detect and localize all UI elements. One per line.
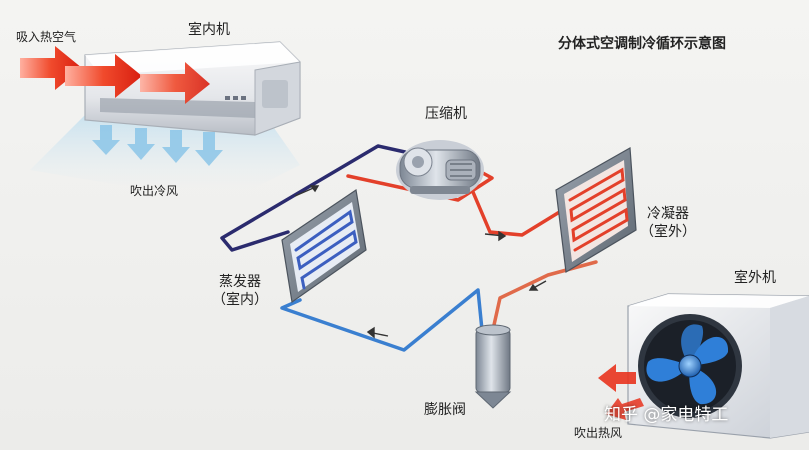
compressor (396, 140, 484, 200)
outdoor-unit-label: 室外机 (734, 270, 776, 286)
condenser-coil (555, 147, 637, 273)
condenser-label-group: 冷凝器 （室外） (640, 206, 696, 241)
flow-arrows (294, 185, 547, 339)
hot-air-out-label: 吹出热风 (574, 426, 623, 440)
watermark: 知乎 @家电特工 (604, 405, 729, 425)
expansion-valve (474, 324, 512, 409)
evaporator-label: 蒸发器 (219, 274, 261, 290)
outdoor-unit (598, 293, 809, 439)
cold-line (280, 288, 484, 352)
indoor-unit (20, 41, 301, 190)
indoor-unit-label: 室内机 (188, 22, 230, 38)
refrigerant-piping (220, 144, 598, 352)
compressor-label: 压缩机 (425, 106, 467, 122)
cold-air-out-label: 吹出冷风 (130, 184, 179, 198)
cold-air-arrows (92, 125, 223, 166)
intake-label: 吸入热空气 (16, 30, 77, 44)
hot-gas-line (468, 183, 568, 237)
evaporator-coil (281, 188, 367, 304)
hot-air-intake-arrows (20, 46, 210, 104)
condenser-label: 冷凝器 (647, 206, 689, 222)
condenser-location: （室外） (640, 223, 696, 240)
expansion-valve-label: 膨胀阀 (424, 402, 466, 418)
low-pressure-line (220, 144, 407, 252)
evaporator-label-group: 蒸发器 （室内） (212, 274, 268, 309)
diagram-title: 分体式空调制冷循环示意图 (558, 36, 726, 52)
evaporator-location: （室内） (212, 291, 268, 308)
hot-air-out-arrows (598, 364, 644, 420)
